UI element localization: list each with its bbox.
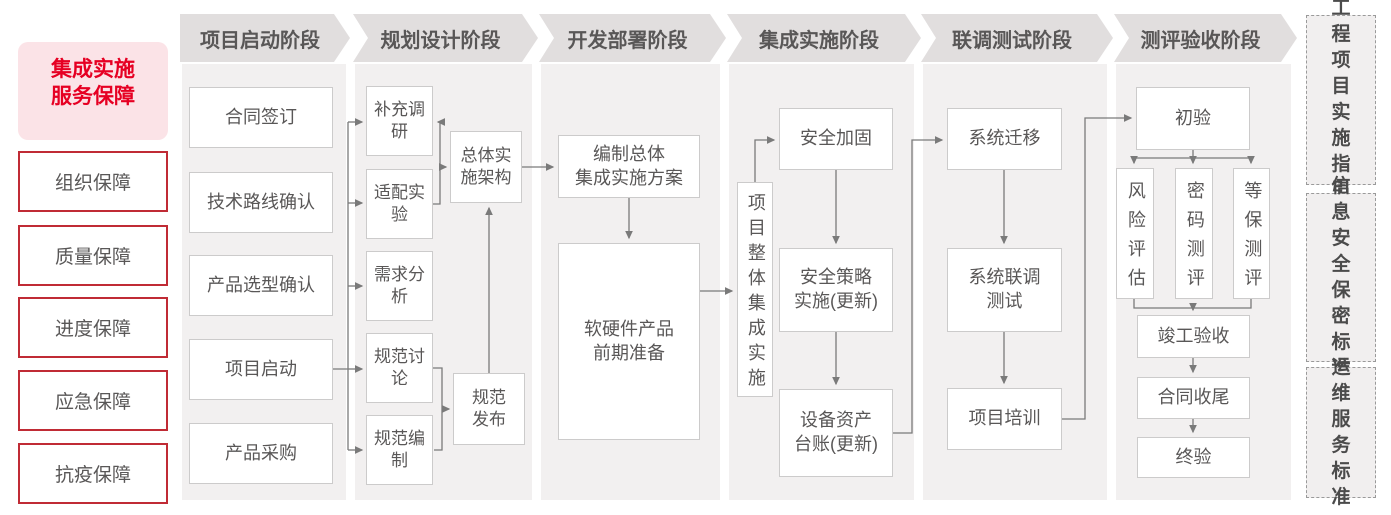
flowchart-title-line2: 服务保障	[51, 85, 135, 109]
standard-box-project-implementation-guide: 工程 项目 实施 指引	[1306, 0, 1376, 201]
node-final-acceptance: 终验	[1137, 437, 1250, 478]
node-requirement-analysis: 需求分析	[366, 251, 433, 321]
sidebar-item-quality-guarantee: 质量保障	[18, 225, 168, 286]
node-spec-release: 规范 发布	[453, 373, 525, 445]
node-asset-ledger: 设备资产 台账(更新)	[779, 389, 893, 477]
node-overall-impl-architecture: 总体实 施架构	[450, 131, 522, 203]
flowchart-title: 集成实施 服务保障	[18, 42, 168, 140]
node-risk-assessment-label: 风险评估	[1125, 181, 1146, 297]
standard-row: 运维	[1331, 356, 1364, 404]
standard-row: 实施	[1331, 102, 1364, 149]
node-classified-protection-evaluation: 等保测评	[1233, 168, 1270, 299]
node-risk-assessment: 风险评估	[1116, 168, 1154, 299]
standard-row: 服务	[1331, 408, 1364, 456]
sidebar-item-schedule-guarantee: 进度保障	[18, 297, 168, 358]
sidebar-item-emergency-guarantee: 应急保障	[18, 370, 168, 431]
node-product-procurement: 产品采购	[189, 423, 333, 484]
standard-box-operation-maintenance-standard: 运维 服务 标准	[1306, 357, 1376, 508]
standard-row: 信息	[1331, 175, 1364, 223]
node-adaptation-test: 适配实验	[366, 169, 433, 239]
node-supplementary-research: 补充调研	[366, 86, 433, 156]
standard-row: 工程	[1331, 0, 1364, 45]
node-project-kickoff: 项目启动	[189, 339, 333, 400]
node-tech-route-confirm: 技术路线确认	[189, 172, 333, 233]
standard-row: 安全	[1331, 227, 1364, 275]
node-system-migration: 系统迁移	[947, 108, 1062, 170]
node-crypto-evaluation-label: 密码测评	[1184, 181, 1205, 297]
stage-header-joint-testing: 联调测试阶段	[921, 14, 1113, 62]
standard-box-security-confidentiality-standard: 信息 安全 保密 标准	[1306, 176, 1376, 379]
node-classified-protection-evaluation-label: 等保测评	[1242, 181, 1263, 297]
standard-row: 标准	[1331, 460, 1364, 508]
stage-header-acceptance: 测评验收阶段	[1114, 14, 1297, 62]
node-contract-signing: 合同签订	[189, 87, 333, 148]
node-spec-drafting: 规范编制	[366, 415, 433, 485]
node-security-policy: 安全策略 实施(更新)	[779, 248, 893, 332]
node-crypto-evaluation: 密码测评	[1175, 168, 1213, 299]
sidebar-item-organization-guarantee: 组织保障	[18, 151, 168, 212]
node-overall-project-integration: 项目整体集成实施	[737, 182, 773, 397]
flowchart-title-line1: 集成实施	[51, 58, 135, 81]
node-joint-testing: 系统联调 测试	[947, 248, 1062, 332]
node-preliminary-acceptance: 初验	[1136, 87, 1250, 150]
node-hw-sw-preparation: 软硬件产品 前期准备	[558, 243, 700, 440]
stage-header-integration: 集成实施阶段	[727, 14, 921, 62]
sidebar-item-epidemic-guarantee: 抗疫保障	[18, 443, 168, 504]
standard-row: 项目	[1331, 50, 1364, 97]
node-contract-closure: 合同收尾	[1137, 377, 1250, 419]
stage-header-development: 开发部署阶段	[539, 14, 726, 62]
node-project-training: 项目培训	[947, 388, 1062, 450]
node-overall-project-integration-label: 项目整体集成实施	[745, 193, 766, 393]
node-product-selection-confirm: 产品选型确认	[189, 255, 333, 316]
stage-header-kickoff: 项目启动阶段	[180, 14, 350, 62]
stage-header-planning: 规划设计阶段	[353, 14, 538, 62]
node-spec-discussion: 规范讨论	[366, 333, 433, 403]
node-overall-integration-plan: 编制总体 集成实施方案	[558, 135, 700, 198]
node-completion-acceptance: 竣工验收	[1137, 315, 1250, 358]
standard-row: 保密	[1331, 279, 1364, 327]
node-security-hardening: 安全加固	[779, 108, 893, 170]
